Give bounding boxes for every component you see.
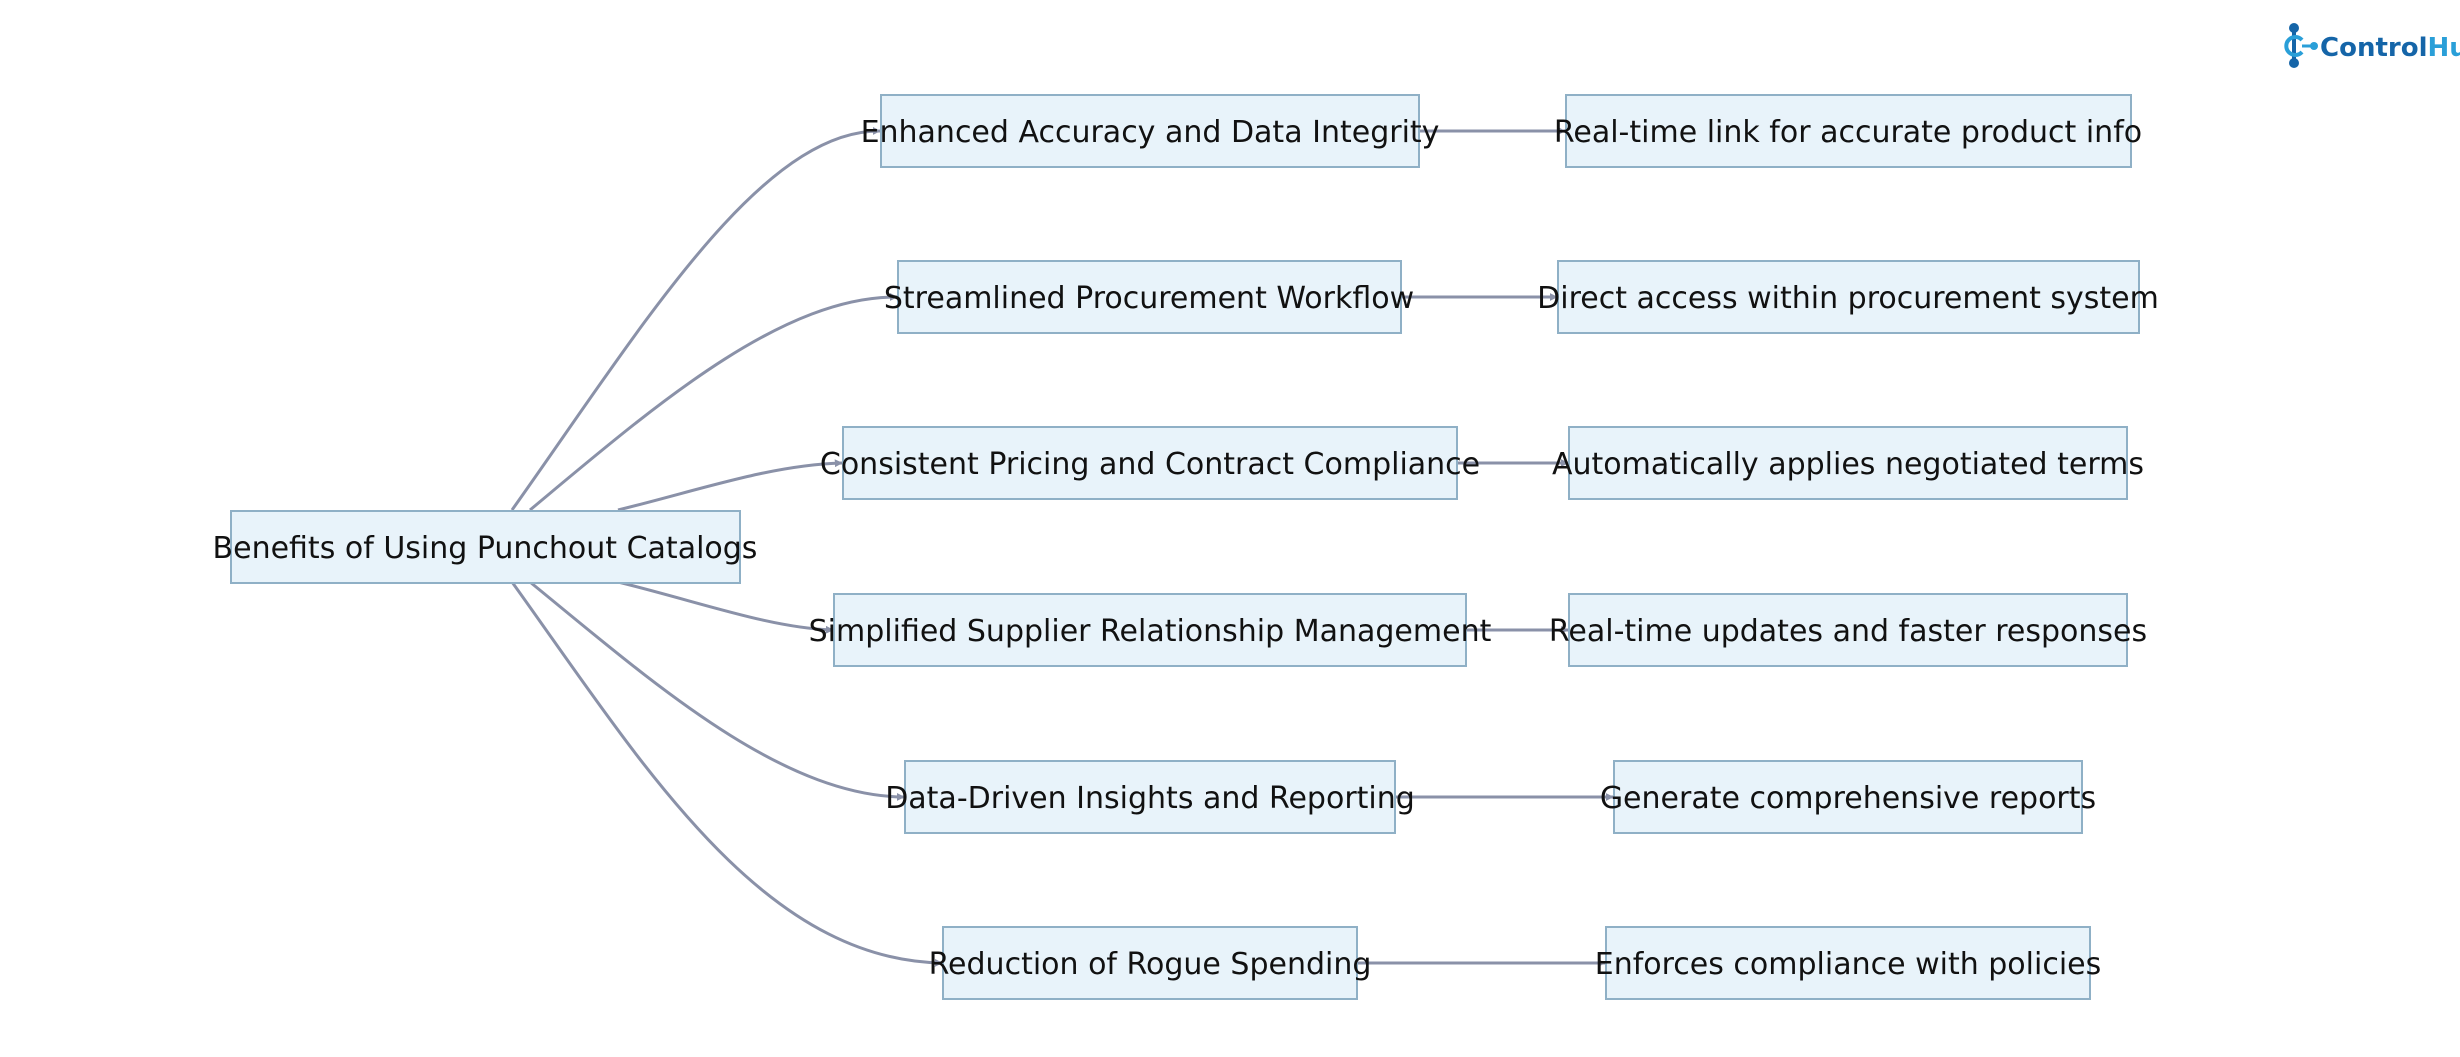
- detail-node: Enforces compliance with policies: [1595, 926, 2102, 1000]
- benefit-node-label: Enhanced Accuracy and Data Integrity: [861, 115, 1440, 150]
- benefit-node-label: Consistent Pricing and Contract Complian…: [820, 447, 1480, 482]
- benefit-node-label: Data-Driven Insights and Reporting: [885, 781, 1415, 816]
- detail-node: Real-time link for accurate product info: [1554, 94, 2142, 168]
- logo-text-hub: Hub: [2427, 33, 2460, 63]
- edge-root-to-benefit-4: [617, 580, 834, 634]
- benefit-node-label: Streamlined Procurement Workflow: [884, 281, 1414, 316]
- detail-node: Generate comprehensive reports: [1600, 760, 2096, 834]
- detail-node-label: Automatically applies negotiated terms: [1552, 447, 2144, 482]
- detail-node: Automatically applies negotiated terms: [1552, 426, 2144, 500]
- benefit-node: Reduction of Rogue Spending: [929, 926, 1372, 1000]
- edge-root-to-benefit-2: [529, 292, 898, 512]
- controlhub-logo: ControlHub: [2284, 23, 2460, 68]
- benefit-node: Data-Driven Insights and Reporting: [885, 760, 1415, 834]
- root-node-label: Benefits of Using Punchout Catalogs: [213, 531, 758, 566]
- benefit-node-label: Simplified Supplier Relationship Managem…: [809, 614, 1492, 649]
- logo-wordmark: ControlHub: [2320, 33, 2460, 63]
- benefit-node: Enhanced Accuracy and Data Integrity: [861, 94, 1440, 168]
- detail-node-label: Real-time updates and faster responses: [1549, 614, 2147, 649]
- detail-node: Real-time updates and faster responses: [1549, 593, 2147, 667]
- logo-text-control: Control: [2320, 33, 2427, 63]
- benefit-node: Streamlined Procurement Workflow: [884, 260, 1414, 334]
- edge-root-to-benefit-3: [617, 459, 843, 512]
- root-edges: [510, 126, 943, 967]
- logo-network-icon: [2284, 23, 2318, 68]
- detail-node-label: Real-time link for accurate product info: [1554, 115, 2142, 150]
- edge-root-to-benefit-6: [510, 581, 943, 967]
- detail-node-label: Direct access within procurement system: [1537, 281, 2159, 316]
- benefit-node-label: Reduction of Rogue Spending: [929, 947, 1372, 982]
- edge-root-to-benefit-1: [510, 126, 881, 511]
- detail-node: Direct access within procurement system: [1537, 260, 2159, 334]
- detail-edges: [1357, 127, 1614, 967]
- benefit-node: Simplified Supplier Relationship Managem…: [809, 593, 1492, 667]
- detail-node-label: Generate comprehensive reports: [1600, 781, 2096, 816]
- benefit-node: Consistent Pricing and Contract Complian…: [820, 426, 1480, 500]
- detail-node-label: Enforces compliance with policies: [1595, 947, 2102, 982]
- root-node: Benefits of Using Punchout Catalogs: [213, 510, 758, 584]
- edge-root-to-benefit-5: [529, 580, 905, 801]
